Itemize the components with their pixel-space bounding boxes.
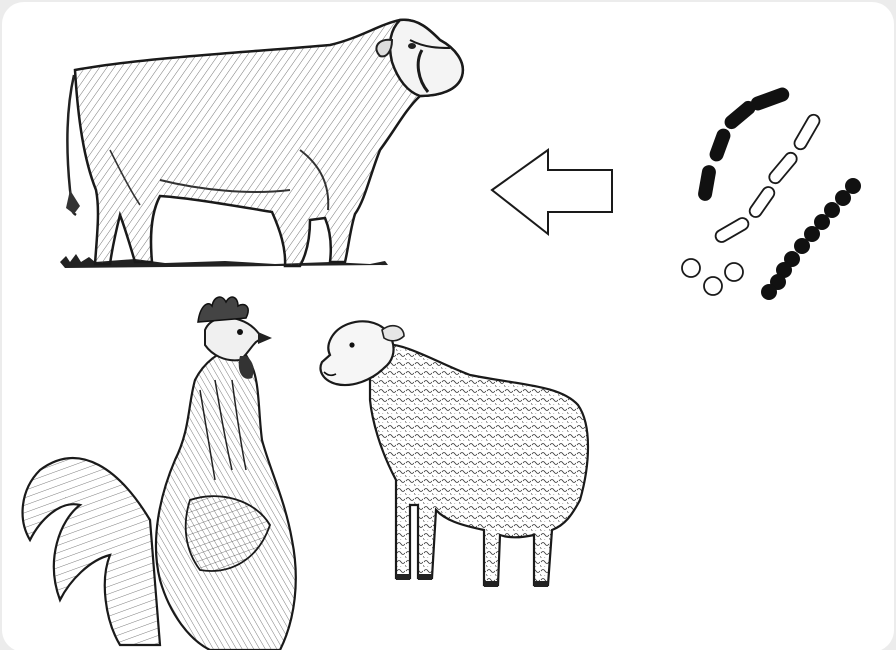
illustration-canvas bbox=[0, 0, 896, 650]
